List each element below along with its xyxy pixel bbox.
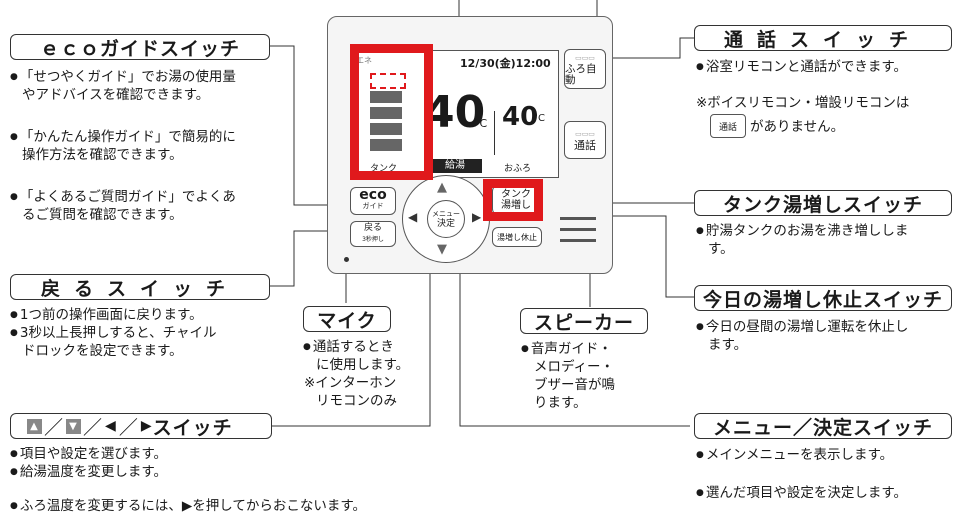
right-arrow-icon: ▶	[140, 418, 153, 434]
slash: ／	[44, 416, 65, 439]
boost-halt-switch-label: 今日の湯増し休止スイッチ	[694, 285, 952, 311]
back-switch-label: 戻るスイッチ	[10, 274, 270, 300]
direction-pad[interactable]: ▲ ▼ ◀ ▶ メニュー 決定	[402, 175, 490, 263]
eco-desc-1a: 「せつやくガイド」でお湯の使用量	[10, 68, 236, 86]
down-arrow-icon: ▼	[66, 418, 82, 434]
tank-level-bar	[370, 139, 402, 151]
tank-desc-1a: 貯湯タンクのお湯を沸き増ししま	[696, 222, 909, 240]
boost-halt-button[interactable]: 湯増し休止	[492, 227, 542, 247]
kyuto-label: 給湯	[428, 159, 482, 173]
screen-top-label: エネ	[356, 56, 372, 65]
furo-temp: 40	[502, 102, 539, 132]
tank-display-highlight	[350, 44, 433, 180]
speaker-desc-1c: ブザー音が鳴	[534, 377, 615, 393]
call-note-1: ※ボイスリモコン・増設リモコンは	[696, 95, 910, 111]
eco-desc-2b: 操作方法を確認できます。	[22, 147, 183, 163]
mic-desc-1b: に使用します。	[316, 357, 410, 373]
menu-desc-1: メインメニューを表示します。	[696, 446, 893, 464]
call-desc-1: 浴室リモコンと通話ができます。	[696, 58, 907, 76]
mic-label: マイク	[303, 306, 391, 332]
back-desc-1: 1つ前の操作画面に戻ります。	[10, 306, 203, 324]
lcd-screen: エネ 12/30(金)12:00 タンク 40 °C 40 °C 給湯 おふろ	[351, 50, 559, 178]
switch-text: スイッチ	[152, 416, 233, 439]
mic-desc-2b: リモコンのみ	[316, 393, 397, 409]
kyuto-temp: 40	[424, 87, 486, 138]
call-icon: 通話	[710, 114, 746, 138]
mic-hole	[344, 257, 349, 262]
up-arrow-icon[interactable]: ▲	[437, 180, 447, 195]
speaker-grille-line	[560, 217, 596, 220]
tank-level-top	[370, 73, 406, 89]
eco-desc-1b: やアドバイスを確認できます。	[22, 87, 210, 103]
speaker-desc-1a: 音声ガイド・	[521, 340, 612, 358]
mic-desc-1a: 通話するとき	[303, 338, 394, 356]
speaker-desc-1b: メロディー・	[534, 359, 615, 375]
eco-guide-button[interactable]: eco ガイド	[350, 187, 396, 215]
divider	[494, 111, 495, 155]
tank-level-bar	[370, 107, 402, 119]
right-arrow-icon[interactable]: ▶	[472, 210, 482, 224]
kyuto-unit: °C	[474, 117, 488, 130]
speaker-grille-line	[560, 239, 596, 242]
furo-label: おふろ	[504, 164, 532, 174]
speaker-desc-1d: ります。	[534, 395, 587, 411]
speaker-label: スピーカー	[520, 308, 648, 334]
arrows-desc-3: ふろ温度を変更するには、▶を押してからおこないます。	[10, 497, 366, 515]
eco-desc-3b: るご質問を確認できます。	[22, 207, 183, 223]
eco-guide-switch-label: ｅｃｏガイドスイッチ	[10, 34, 270, 60]
halt-desc-1a: 今日の昼間の湯増し運転を休止し	[696, 318, 909, 336]
slash: ／	[83, 416, 104, 439]
call-switch-label: 通話スイッチ	[694, 25, 952, 51]
mic-desc-2a: ※インターホン	[304, 375, 397, 391]
left-arrow-icon: ◀	[105, 418, 117, 434]
datetime: 12/30(金)12:00	[460, 57, 551, 70]
tank-boost-switch-label: タンク湯増しスイッチ	[694, 190, 952, 216]
left-arrow-icon[interactable]: ◀	[408, 210, 418, 224]
slash: ／	[118, 416, 139, 439]
arrow-switch-label: ▲ ／ ▼ ／ ◀ ／ ▶ スイッチ	[10, 413, 272, 439]
arrows-desc-2: 給湯温度を変更します。	[10, 463, 167, 481]
down-arrow-icon[interactable]: ▼	[437, 242, 447, 257]
halt-desc-1b: ます。	[708, 337, 748, 353]
call-button[interactable]: ▭▭▭ 通話	[564, 121, 606, 159]
call-note-2: がありません。	[750, 119, 845, 135]
furo-auto-button[interactable]: ▭▭▭ ふろ自動	[564, 49, 606, 89]
menu-confirm-button[interactable]: メニュー 決定	[427, 200, 465, 238]
eco-desc-3a: 「よくあるご質問ガイド」でよくあ	[10, 188, 236, 206]
eco-desc-2a: 「かんたん操作ガイド」で簡易的に	[10, 128, 236, 146]
tank-desc-1b: す。	[708, 241, 734, 257]
tank-level-bar	[370, 123, 402, 135]
menu-desc-2: 選んだ項目や設定を決定します。	[696, 484, 907, 502]
arrows-desc-1: 項目や設定を選びます。	[10, 445, 167, 463]
tank-boost-button[interactable]: タンク 湯増し	[492, 185, 540, 215]
tank-label: タンク	[370, 164, 398, 174]
up-arrow-icon: ▲	[27, 418, 42, 434]
furo-unit: °C	[533, 113, 545, 124]
tank-boost-highlight	[483, 179, 543, 221]
remote-controller: エネ 12/30(金)12:00 タンク 40 °C 40 °C 給湯 おふろ …	[327, 16, 613, 274]
back-desc-2a: 3秒以上長押しすると、チャイル	[10, 324, 217, 342]
back-button[interactable]: 戻る 3秒押し	[350, 221, 396, 247]
speaker-grille-line	[560, 228, 596, 231]
menu-confirm-switch-label: メニュー／決定スイッチ	[694, 413, 952, 439]
back-desc-2b: ドロックを設定できます。	[22, 343, 183, 359]
tank-level-bar	[370, 91, 402, 103]
